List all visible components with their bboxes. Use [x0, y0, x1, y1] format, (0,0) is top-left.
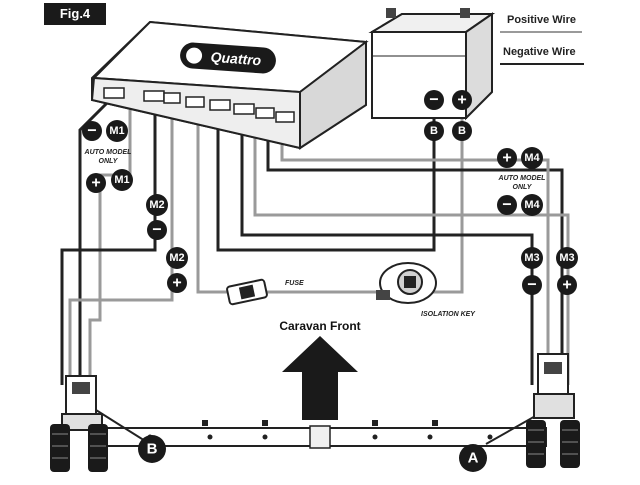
isolation-key: ISOLATION KEY [376, 262, 476, 318]
svg-text:A: A [468, 450, 479, 467]
fuse: FUSE [226, 278, 304, 306]
svg-text:+: + [502, 150, 511, 167]
right-m4-positive-badge: + M4 [497, 147, 543, 169]
svg-text:M1: M1 [109, 125, 124, 137]
svg-text:M2: M2 [169, 252, 184, 264]
battery-b-left-badge: B [424, 121, 444, 141]
control-box-brand: Quattro [180, 42, 276, 74]
left-auto-model-label: AUTO MODEL [84, 149, 132, 156]
battery-terminal-pos [460, 8, 470, 18]
figure-label: Fig.4 [44, 3, 106, 25]
svg-text:M3: M3 [559, 252, 574, 264]
svg-text:−: − [527, 277, 536, 294]
svg-text:+: + [172, 275, 181, 292]
figure-label-text: Fig.4 [60, 6, 91, 21]
left-mover-unit [50, 375, 108, 472]
right-roller-outer [560, 420, 580, 468]
m1-negative-wire [78, 98, 112, 385]
left-m2-negative-badge: M2 − [146, 194, 168, 240]
right-m3-positive-badge: M3 + [556, 247, 578, 295]
battery-terminal-neg [386, 8, 396, 18]
svg-text:+: + [457, 92, 466, 109]
right-m3-negative-badge: M3 − [521, 247, 543, 295]
m2-positive-wire [68, 105, 174, 385]
svg-text:M1: M1 [114, 174, 129, 186]
left-m1-negative-badge: − M1 [82, 120, 128, 142]
legend-positive-label: Positive Wire [507, 14, 576, 26]
gear-icon [184, 45, 205, 66]
m3-negative-wire [240, 125, 534, 385]
left-only-label: ONLY [99, 158, 119, 165]
right-mover-unit [526, 353, 580, 468]
chassis [95, 409, 547, 449]
arrow-up-icon [282, 336, 358, 420]
right-roller-inner [526, 420, 546, 468]
fuse-to-box-wire [196, 112, 228, 294]
right-only-label: ONLY [513, 184, 533, 191]
caravan-front-indicator: Caravan Front [279, 319, 361, 420]
left-roller-outer [50, 424, 70, 472]
svg-text:−: − [87, 123, 96, 140]
svg-text:M2: M2 [149, 199, 164, 211]
svg-text:−: − [429, 92, 438, 109]
svg-text:+: + [91, 175, 100, 192]
control-box: Quattro [90, 20, 369, 150]
svg-text:−: − [152, 222, 161, 239]
svg-text:B: B [147, 441, 158, 458]
brand-text: Quattro [210, 49, 262, 69]
caravan-front-label: Caravan Front [279, 319, 360, 333]
m1-positive-wire [88, 100, 132, 385]
m2-negative-wire [60, 105, 157, 385]
battery-b-right-badge: B [452, 121, 472, 141]
svg-text:−: − [502, 197, 511, 214]
right-auto-model-label: AUTO MODEL [498, 175, 546, 182]
battery-positive-badge: + [452, 90, 472, 110]
legend-negative-label: Negative Wire [503, 46, 576, 58]
control-box-connectors [103, 87, 295, 123]
left-m2-positive-badge: M2 + [166, 247, 188, 293]
battery-negative-badge: − [424, 90, 444, 110]
m3-positive-wire [253, 128, 570, 385]
svg-text:B: B [430, 125, 438, 137]
right-m4-negative-badge: − M4 [497, 194, 543, 216]
isolation-key-label: ISOLATION KEY [421, 311, 476, 318]
legend: Positive Wire Negative Wire [500, 14, 584, 65]
fuse-label: FUSE [285, 280, 304, 287]
left-roller-inner [88, 424, 108, 472]
point-a-marker: A [459, 444, 487, 472]
m4-positive-wire [280, 140, 550, 385]
svg-text:M4: M4 [524, 199, 540, 211]
point-b-marker: B [138, 435, 166, 463]
left-m1-positive-badge: + M1 [86, 169, 133, 193]
svg-text:+: + [562, 277, 571, 294]
svg-text:M3: M3 [524, 252, 539, 264]
svg-text:B: B [458, 125, 466, 137]
svg-text:M4: M4 [524, 152, 540, 164]
